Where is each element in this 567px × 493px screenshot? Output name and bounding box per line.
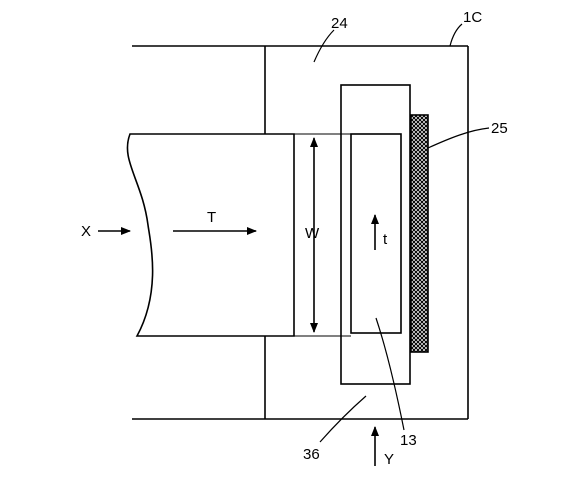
label-36: 36	[303, 446, 320, 463]
label-y: Y	[384, 451, 394, 468]
leader-24	[313, 29, 335, 63]
leader-25	[427, 127, 490, 149]
element-13	[350, 133, 402, 334]
label-1c: 1C	[463, 9, 482, 26]
label-t: T	[207, 209, 216, 226]
label-13: 13	[400, 432, 417, 449]
label-x: X	[81, 223, 91, 240]
label-24: 24	[331, 15, 348, 32]
sheet-material	[126, 133, 295, 337]
unit-36	[340, 84, 411, 385]
label-t-small: t	[383, 231, 388, 248]
member-25	[410, 114, 429, 353]
leader-36	[319, 395, 367, 443]
label-25: 25	[491, 120, 508, 137]
leader-13	[375, 317, 405, 431]
label-w: W	[305, 225, 320, 242]
leader-1c	[449, 23, 463, 47]
